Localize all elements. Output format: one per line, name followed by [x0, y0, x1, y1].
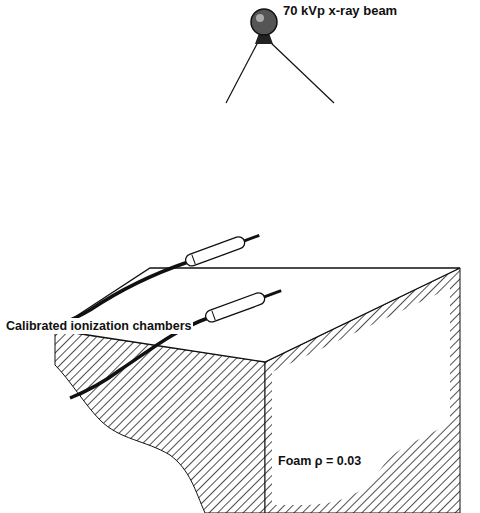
ionization-chamber — [184, 230, 261, 268]
ionization-chamber — [204, 285, 283, 324]
xray-tube — [226, 9, 334, 103]
material-label: Foam ρ = 0.03 — [276, 453, 363, 469]
foam-top-face — [55, 268, 460, 362]
chamber-label: Calibrated ionization chambers — [4, 318, 193, 334]
beam-label: 70 kVp x-ray beam — [283, 4, 397, 19]
